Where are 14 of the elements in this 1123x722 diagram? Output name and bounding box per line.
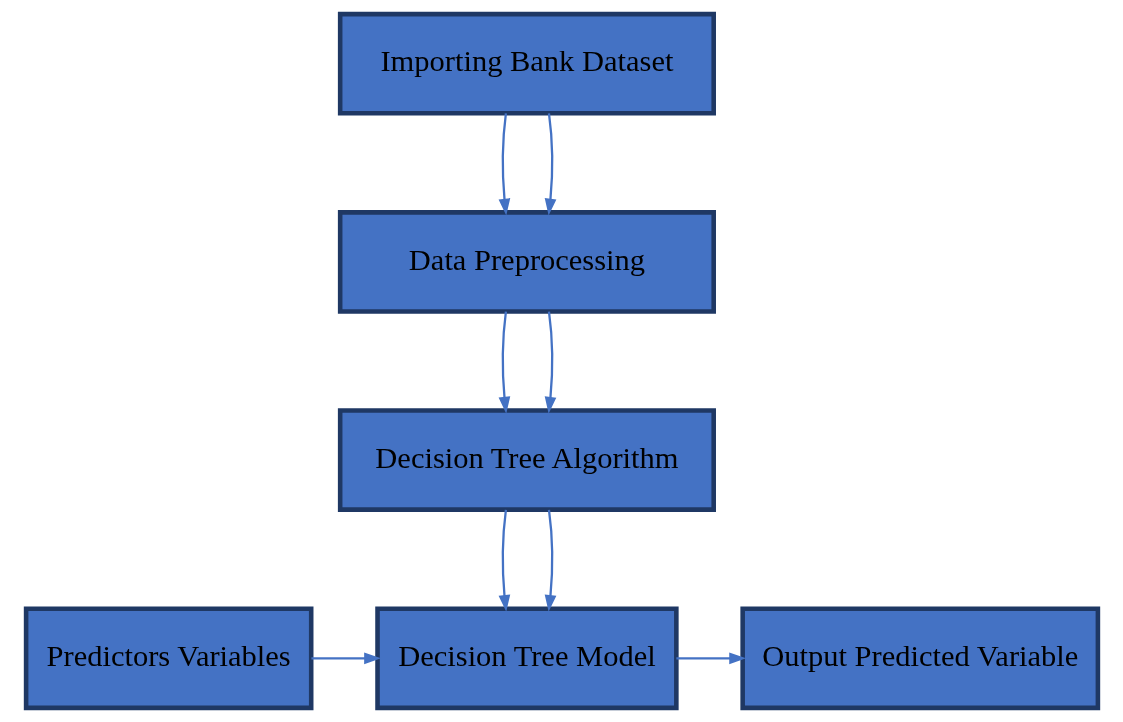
arrow <box>544 311 556 414</box>
arrow <box>675 652 746 665</box>
node-box: Output Predicted Variable <box>739 606 1100 711</box>
arrow <box>310 652 381 665</box>
arrow <box>544 113 556 216</box>
node-box: Predictors Variables <box>23 606 313 711</box>
node-box: Decision Tree Model <box>374 606 679 711</box>
arrow <box>498 113 510 216</box>
node-box: Importing Bank Dataset <box>337 11 716 116</box>
arrow <box>498 311 510 414</box>
arrow <box>498 509 510 612</box>
node-box: Data Preprocessing <box>337 210 716 314</box>
arrow <box>544 509 556 612</box>
node-box: Decision Tree Algorithm <box>337 408 716 512</box>
